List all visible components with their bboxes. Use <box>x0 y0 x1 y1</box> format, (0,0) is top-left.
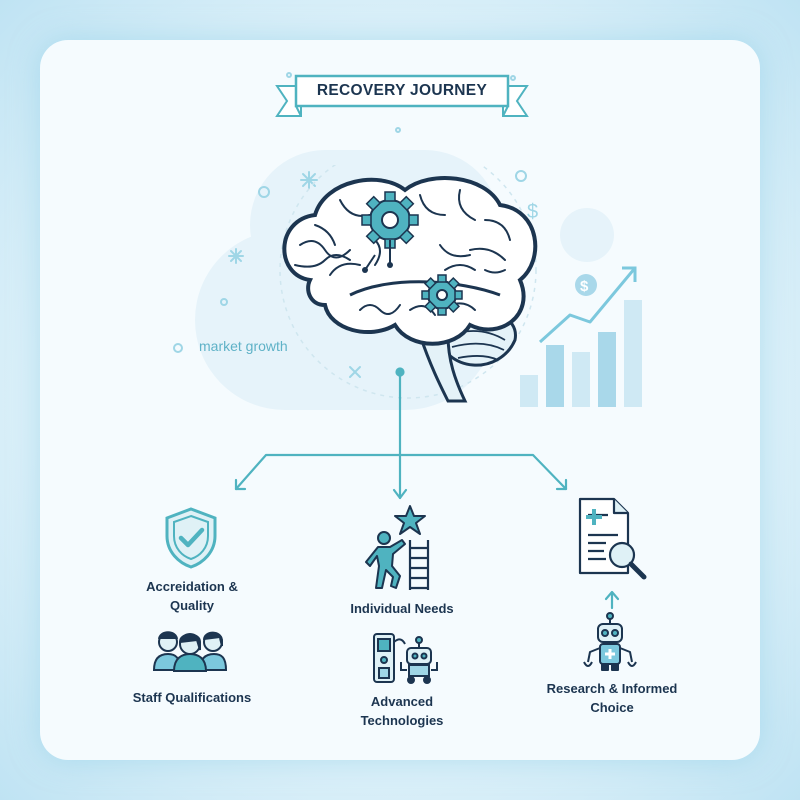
svg-text:$: $ <box>580 278 589 295</box>
market-growth-label: market growth <box>199 338 288 354</box>
title-banner <box>275 74 529 117</box>
staff-group-icon <box>152 631 228 672</box>
document-search-icon <box>578 497 647 580</box>
brain-with-gears-icon <box>279 165 538 403</box>
background-circle <box>560 208 614 262</box>
page-title: RECOVERY JOURNEY <box>316 82 488 99</box>
person-climbing-ladder-icon <box>365 505 430 590</box>
svg-text:$: $ <box>527 201 538 223</box>
research-informed-choice-label: Research & Informed Choice <box>546 681 678 715</box>
advanced-technologies-label: Advanced Technologies <box>360 694 444 728</box>
individual-needs-label: Individual Needs <box>350 601 454 616</box>
robot-icon <box>583 612 637 671</box>
staff-qualifications-label: Staff Qualifications <box>132 690 252 705</box>
accreditation-label: Accreidation & Quality <box>146 579 238 613</box>
robot-device-icon <box>373 633 438 684</box>
bar-chart-icon: $ <box>520 266 642 407</box>
shield-check-icon <box>165 507 217 569</box>
